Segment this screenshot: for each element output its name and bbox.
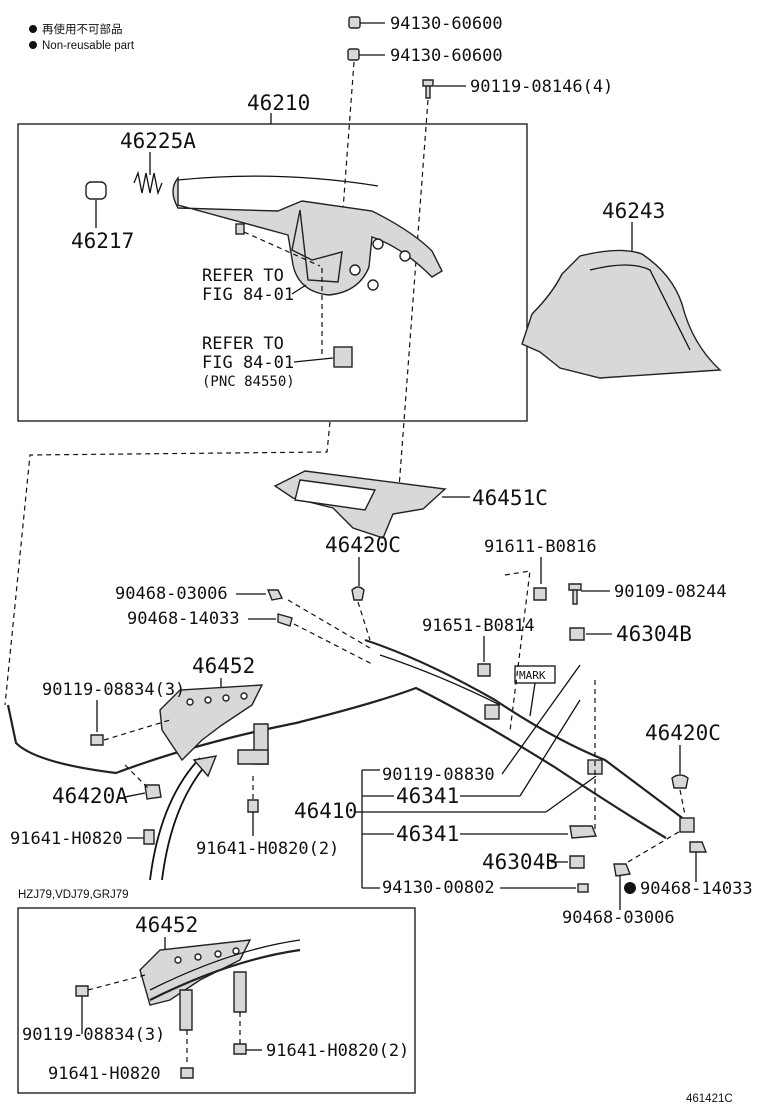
- bracket-46452-icon: [159, 684, 264, 762]
- refer2-line2: FIG 84-01: [202, 353, 294, 373]
- non-reusable-dot-icon: [624, 882, 636, 894]
- label-46243: 46243: [602, 199, 665, 223]
- label-46341-b: 46341: [396, 822, 459, 846]
- label-94130-00802: 94130-00802: [382, 878, 495, 898]
- refer1-line2: FIG 84-01: [202, 285, 294, 305]
- label-91651: 91651-B0814: [422, 616, 535, 636]
- refer2-line1: REFER TO: [202, 334, 284, 354]
- refer2-line3: (PNC 84550): [202, 374, 295, 390]
- label-46452-a: 46452: [192, 654, 255, 678]
- lever-icon: [172, 176, 443, 296]
- label-46304B-b: 46304B: [482, 850, 558, 874]
- lever-assembly-frame: [17, 123, 528, 422]
- label-90119-08834-b: 90119-08834(3): [22, 1025, 165, 1045]
- label-90468-14033-b: 90468-14033: [640, 879, 753, 899]
- legend-dot-icon: [29, 41, 37, 49]
- label-94130-a: 94130-60600: [390, 14, 503, 34]
- boot-icon: [521, 249, 722, 379]
- label-91641-b: 91641-H0820(2): [196, 839, 339, 859]
- bolt-icon: [533, 587, 547, 601]
- label-46420A: 46420A: [52, 784, 128, 808]
- label-91641-d: 91641-H0820: [48, 1064, 161, 1084]
- clip-icon: [333, 346, 353, 368]
- screw-icon: [235, 223, 245, 235]
- label-46451C: 46451C: [472, 486, 548, 510]
- label-46217: 46217: [71, 229, 134, 253]
- label-46225A: 46225A: [120, 129, 196, 153]
- label-94130-b: 94130-60600: [390, 46, 503, 66]
- nut-icon: [347, 48, 360, 61]
- bolt-icon: [422, 79, 434, 99]
- legend-en: Non-reusable part: [42, 40, 135, 52]
- label-90468-14033-a: 90468-14033: [127, 609, 240, 629]
- nut-icon: [348, 16, 361, 29]
- button-icon: [85, 181, 107, 200]
- label-46304B-a: 46304B: [616, 622, 692, 646]
- label-90468-03006-a: 90468-03006: [115, 584, 228, 604]
- label-46452-b: 46452: [135, 913, 198, 937]
- figure-id: 461421C: [686, 1093, 733, 1105]
- label-90109: 90109-08244: [614, 582, 727, 602]
- label-46420C-b: 46420C: [645, 721, 721, 745]
- label-90468-03006-b: 90468-03006: [562, 908, 675, 928]
- label-91611: 91611-B0816: [484, 537, 597, 557]
- label-91641-c: 91641-H0820(2): [266, 1041, 409, 1061]
- label-46341-a: 46341: [396, 784, 459, 808]
- variant-label: HZJ79,VDJ79,GRJ79: [18, 889, 129, 901]
- legend-dot-icon: [29, 25, 37, 33]
- label-46420C-a: 46420C: [325, 533, 401, 557]
- label-46210: 46210: [247, 91, 310, 115]
- variant-frame: [17, 907, 416, 1094]
- bolt-icon: [568, 583, 582, 605]
- label-mark: MARK: [519, 669, 546, 682]
- label-90119-08146: 90119-08146(4): [470, 77, 613, 97]
- label-90119-08830: 90119-08830: [382, 765, 495, 785]
- legend-ja: 再使用不可部品: [42, 22, 123, 36]
- refer1-line1: REFER TO: [202, 266, 284, 286]
- cable-icon: [6, 686, 667, 839]
- label-46410: 46410: [294, 799, 357, 823]
- label-91641-a: 91641-H0820: [10, 829, 123, 849]
- label-90119-08834-a: 90119-08834(3): [42, 680, 185, 700]
- spring-icon: [133, 170, 163, 196]
